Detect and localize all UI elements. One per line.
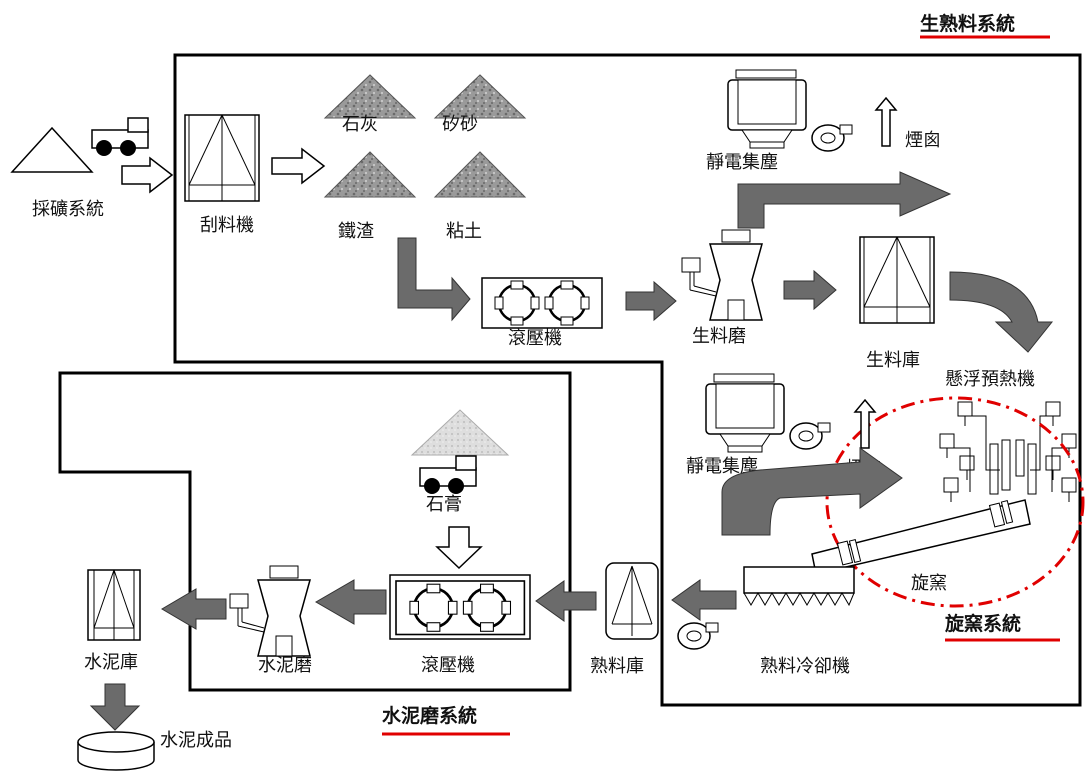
arrow-clinker-to-roller [535,580,597,622]
mining-truck-icon [91,117,149,157]
cement-product-icon [77,731,155,771]
arrow-mill-exhaust [737,171,952,229]
fan-2-icon [789,422,831,450]
arrow-mill-to-cement-silo [161,588,227,630]
arrow-to-materials [271,147,326,185]
esp-1-label: 靜電集塵 [706,152,778,173]
fan-1-icon [811,124,853,152]
arrow-gypsum-down [435,526,483,570]
arrow-materials-to-roller [397,237,471,322]
arrow-silo-to-preheater [949,271,1054,353]
raw-silo-icon [859,236,935,324]
cement-silo-label: 水泥庫 [84,652,138,673]
slag-label: 鐵渣 [338,221,374,242]
clinker-silo-icon [605,562,659,640]
cement-mill-label: 水泥磨 [258,655,312,676]
slag-pile-icon [323,151,417,198]
chimney-1-icon [875,97,897,147]
kiln-system-title: 旋窯系統 [944,612,1021,635]
scraper-icon [184,114,260,202]
cement-product-label: 水泥成品 [160,730,232,751]
clinker-cooler-icon [743,566,855,607]
preheater-icon [939,401,1077,503]
arrow-to-scraper [121,156,174,194]
raw-mill-label: 生料磨 [692,326,746,347]
ore-pile-icon [10,126,94,173]
arrow-mill-to-silo [783,269,837,311]
arrow-cooler-to-clinker-silo [671,579,737,621]
clay-pile-icon [433,151,527,198]
arrow-roller-to-mill [625,280,677,322]
mining-label: 採礦系統 [32,199,104,220]
limestone-pile-icon [323,74,417,119]
gypsum-pile-icon [410,409,510,456]
chimney-2-icon [854,399,876,449]
silica-label: 矽砂 [442,114,478,135]
esp-1-icon [727,69,807,149]
roller-press-2-icon [389,574,531,640]
cement-system-title: 水泥磨系統 [382,704,477,727]
clinker-cooler-label: 熟料冷卻機 [760,656,850,677]
cement-mill-icon [229,565,311,657]
silica-pile-icon [433,74,527,119]
clay-label: 粘土 [446,221,482,242]
cooler-fan-icon [677,622,719,650]
chimney-1-label: 煙囪 [905,130,941,151]
kiln-label: 旋窯 [911,573,947,594]
clinker-silo-label: 熟料庫 [590,656,644,677]
gypsum-truck-icon [419,455,477,495]
kiln-system-highlight [825,396,1085,608]
rotary-kiln-icon [811,499,1031,575]
limestone-label: 石灰 [342,114,378,135]
raw-system-title: 生熟料系統 [920,12,1015,35]
roller-press-1-icon [480,276,604,330]
arrow-cooler-hot-air [721,447,903,536]
preheater-label: 懸浮預熱機 [945,369,1035,390]
raw-system-boundary [173,53,1082,707]
cement-silo-icon [87,569,141,641]
arrow-silo-to-product [89,683,141,731]
scraper-label: 刮料機 [200,215,254,236]
esp-2-icon [705,373,785,453]
arrow-roller-to-cement-mill [315,579,387,625]
raw-mill-icon [681,229,763,321]
esp-2-label: 靜電集塵 [686,456,758,477]
roller-press-2-label: 滾壓機 [421,655,475,676]
cement-mill-system-boundary [58,371,572,692]
roller-press-1-label: 滾壓機 [508,328,562,349]
raw-silo-label: 生料庫 [866,350,920,371]
gypsum-label: 石膏 [426,493,462,515]
